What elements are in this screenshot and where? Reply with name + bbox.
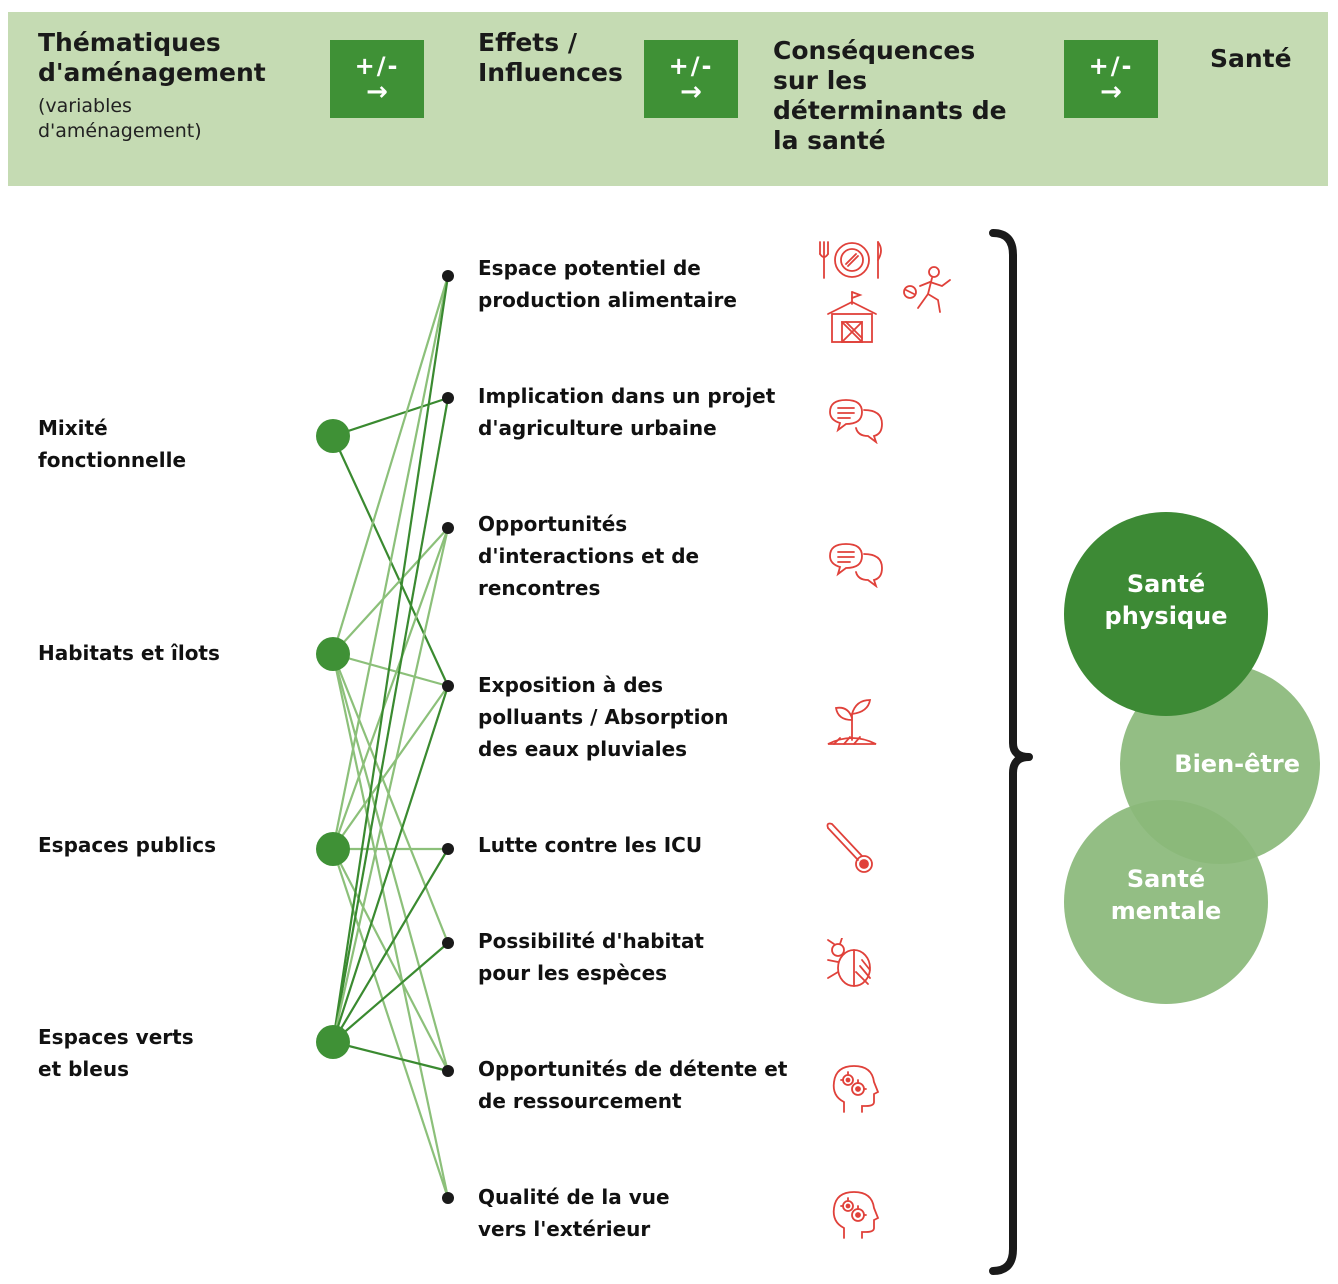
effect-node — [442, 843, 454, 855]
thermometer-icon — [826, 822, 873, 873]
link-line — [331, 527, 450, 1043]
link-line — [331, 685, 450, 1043]
header-effects-title: Effets / Influences — [478, 28, 623, 87]
link-line — [331, 275, 450, 1043]
influence-arrow-3: +/- → — [1064, 40, 1158, 118]
farm-icon — [827, 291, 877, 343]
influence-arrow-1: +/- → — [330, 40, 424, 118]
link-line — [332, 848, 449, 1043]
arrow-sign-label: +/- — [668, 52, 714, 80]
link-line — [332, 848, 449, 1072]
sprout-icon — [827, 699, 877, 745]
effect-node — [442, 270, 454, 282]
effect-node — [442, 1065, 454, 1077]
circle-sante-physique: Santé physique — [1064, 512, 1268, 716]
header-themes-subtitle: (variables d'aménagement) — [38, 95, 202, 142]
effect-node — [442, 522, 454, 534]
effect-node — [442, 1192, 454, 1204]
link-line — [331, 275, 450, 655]
circle-sante-mentale: Santé mentale — [1064, 800, 1268, 1004]
link-line — [332, 527, 449, 655]
theme-label-mixite: Mixité fonctionnelle — [38, 416, 187, 472]
header-themes-title: Thématiques d'aménagement — [38, 28, 266, 87]
head-gears-icon — [832, 1191, 880, 1239]
arrow-sign-label: +/- — [1088, 52, 1134, 80]
runner-icon — [903, 266, 951, 313]
effect-label-detente: Opportunités de détente et de ressourcem… — [478, 1057, 788, 1113]
effect-node — [442, 937, 454, 949]
right-arrow-icon: → — [680, 77, 702, 107]
theme-node — [316, 1025, 350, 1059]
head-gears-icon — [832, 1065, 880, 1113]
effect-label-interactions: Opportunités d'interactions et de rencon… — [478, 512, 700, 600]
link-line — [331, 653, 450, 1199]
right-arrow-icon: → — [1100, 77, 1122, 107]
theme-node — [316, 832, 350, 866]
link-line — [332, 685, 449, 850]
link-line — [332, 652, 449, 688]
right-arrow-icon: → — [366, 77, 388, 107]
grouping-bracket — [989, 229, 1033, 1275]
theme-node — [316, 637, 350, 671]
link-line — [331, 653, 450, 944]
insect-icon — [827, 938, 871, 987]
header-determinants-title: Conséquences sur les déterminants de la … — [773, 36, 1007, 155]
theme-label-habitats: Habitats et îlots — [38, 641, 220, 665]
link-line — [332, 396, 449, 438]
arrow-sign-label: +/- — [354, 52, 400, 80]
header-health-title: Santé — [1210, 44, 1292, 73]
speech-bubbles-icon — [829, 543, 883, 588]
plate-icon — [819, 241, 882, 279]
theme-label-espaces-verts: Espaces verts et bleus — [38, 1025, 194, 1081]
effect-label-vue: Qualité de la vue vers l'extérieur — [478, 1185, 670, 1241]
link-line — [332, 1040, 449, 1073]
link-line — [332, 942, 449, 1043]
effect-label-production: Espace potentiel de production alimentai… — [478, 256, 737, 312]
effect-label-icu: Lutte contre les ICU — [478, 833, 703, 857]
theme-label-espaces-publics: Espaces publics — [38, 833, 217, 857]
speech-bubbles-icon — [829, 399, 883, 444]
link-line — [331, 527, 450, 850]
effect-label-especes: Possibilité d'habitat pour les espèces — [478, 929, 704, 985]
effect-node — [442, 680, 454, 692]
influence-arrow-2: +/- → — [644, 40, 738, 118]
link-line — [331, 397, 450, 1043]
link-line — [331, 275, 450, 850]
effect-label-polluants: Exposition à des polluants / Absorption … — [478, 673, 729, 761]
effect-node — [442, 392, 454, 404]
effect-label-agriculture: Implication dans un projet d'agriculture… — [478, 384, 776, 440]
theme-node — [316, 419, 350, 453]
